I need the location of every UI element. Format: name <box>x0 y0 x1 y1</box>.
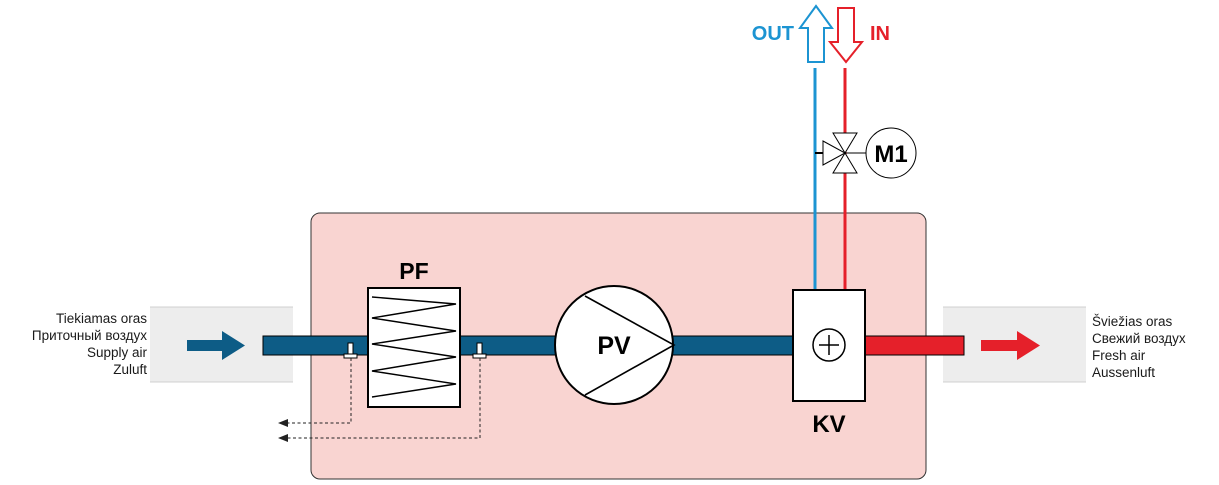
m1-actuator <box>865 127 917 179</box>
three-way-valve <box>815 132 867 174</box>
supply-air-arrow <box>187 331 245 360</box>
pressure-sensor-right <box>472 342 487 359</box>
pf-label: PF <box>399 258 428 284</box>
pf-filter <box>367 287 461 408</box>
pv-fan <box>554 285 676 405</box>
out-arrow <box>798 4 834 63</box>
fresh-air-label-en: Fresh air <box>1092 348 1146 363</box>
out-label: OUT <box>752 23 794 45</box>
fresh-duct-red <box>864 335 965 356</box>
pressure-signal-lines <box>278 358 481 442</box>
fresh-air-arrow <box>981 331 1040 360</box>
fresh-air-label-ru: Свежий воздух <box>1092 331 1186 346</box>
supply-air-label-de: Zuluft <box>113 362 147 377</box>
in-arrow <box>827 7 865 64</box>
supply-air-label-en: Supply air <box>86 345 147 360</box>
m1-label: M1 <box>874 141 907 168</box>
in-label: IN <box>870 23 890 45</box>
fresh-air-label-de: Aussenluft <box>1092 365 1156 380</box>
supply-air-label-ru: Приточный воздух <box>31 328 147 343</box>
fresh-air-label-lt: Šviežias oras <box>1092 314 1173 329</box>
kv-label: KV <box>812 411 845 438</box>
supply-air-label-lt: Tiekiamas oras <box>55 311 147 326</box>
kv-heater <box>792 289 866 402</box>
pv-label: PV <box>597 332 631 360</box>
supply-duct-blue <box>262 335 794 356</box>
